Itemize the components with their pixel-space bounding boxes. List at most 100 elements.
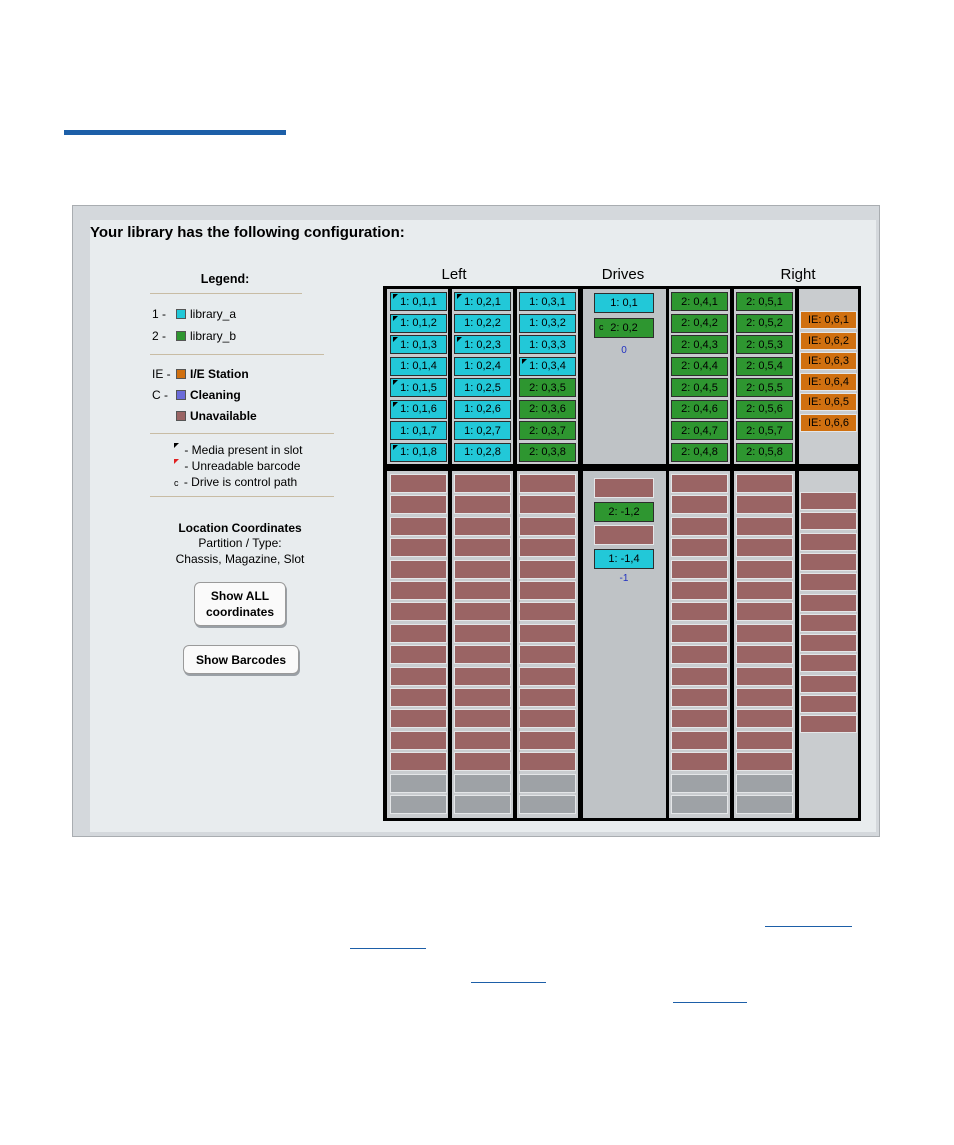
unavailable-slot[interactable] — [390, 730, 447, 750]
text-link-2[interactable] — [350, 948, 426, 949]
empty-slot[interactable] — [390, 795, 447, 814]
unavailable-ie-slot[interactable] — [800, 613, 857, 632]
unavailable-slot[interactable] — [736, 581, 793, 600]
unavailable-slot[interactable] — [736, 645, 793, 665]
unavailable-slot[interactable] — [671, 495, 728, 515]
ie-slot-0-6-5[interactable]: IE: 0,6,5 — [800, 393, 857, 411]
slot-0-5-4[interactable]: 2: 0,5,4 — [736, 356, 793, 376]
slot-0-1-8[interactable]: 1: 0,1,8 — [390, 442, 447, 462]
empty-slot[interactable] — [736, 773, 793, 793]
unavailable-slot[interactable] — [519, 474, 576, 493]
slot-0-3-5[interactable]: 2: 0,3,5 — [519, 378, 576, 397]
unavailable-slot[interactable] — [390, 752, 447, 772]
slot-0-2-8[interactable]: 1: 0,2,8 — [454, 442, 511, 462]
unavailable-slot[interactable] — [736, 752, 793, 772]
drive-1-3[interactable] — [594, 525, 654, 545]
unavailable-slot[interactable] — [736, 602, 793, 622]
unavailable-slot[interactable] — [519, 516, 576, 536]
slot-0-5-2[interactable]: 2: 0,5,2 — [736, 313, 793, 333]
unavailable-slot[interactable] — [454, 688, 511, 707]
slot-0-4-3[interactable]: 2: 0,4,3 — [671, 335, 728, 354]
empty-slot[interactable] — [390, 773, 447, 793]
slot-0-5-1[interactable]: 2: 0,5,1 — [736, 292, 793, 311]
slot-0-2-5[interactable]: 1: 0,2,5 — [454, 378, 511, 397]
unavailable-slot[interactable] — [519, 538, 576, 558]
unavailable-slot[interactable] — [454, 474, 511, 493]
empty-slot[interactable] — [736, 795, 793, 814]
empty-slot[interactable] — [519, 773, 576, 793]
drive-1-4[interactable]: 1: -1,4 — [594, 548, 654, 569]
empty-slot[interactable] — [671, 773, 728, 793]
slot-0-4-2[interactable]: 2: 0,4,2 — [671, 313, 728, 333]
unavailable-ie-slot[interactable] — [800, 573, 857, 592]
unavailable-ie-slot[interactable] — [800, 492, 857, 510]
unavailable-slot[interactable] — [390, 516, 447, 536]
unavailable-ie-slot[interactable] — [800, 593, 857, 612]
unavailable-slot[interactable] — [736, 516, 793, 536]
unavailable-slot[interactable] — [671, 645, 728, 665]
slot-0-2-3[interactable]: 1: 0,2,3 — [454, 335, 511, 354]
text-link-3[interactable] — [471, 982, 546, 983]
unavailable-slot[interactable] — [390, 559, 447, 579]
unavailable-slot[interactable] — [454, 645, 511, 665]
unavailable-slot[interactable] — [519, 602, 576, 622]
unavailable-ie-slot[interactable] — [800, 654, 857, 673]
unavailable-slot[interactable] — [736, 623, 793, 643]
slot-0-3-8[interactable]: 2: 0,3,8 — [519, 442, 576, 462]
unavailable-slot[interactable] — [671, 666, 728, 686]
slot-0-2-6[interactable]: 1: 0,2,6 — [454, 399, 511, 419]
text-link-4[interactable] — [673, 1002, 747, 1003]
unavailable-slot[interactable] — [390, 688, 447, 707]
unavailable-slot[interactable] — [671, 752, 728, 772]
unavailable-slot[interactable] — [390, 538, 447, 558]
unavailable-slot[interactable] — [736, 559, 793, 579]
unavailable-slot[interactable] — [390, 666, 447, 686]
slot-0-3-1[interactable]: 1: 0,3,1 — [519, 292, 576, 311]
ie-slot-0-6-2[interactable]: IE: 0,6,2 — [800, 331, 857, 350]
unavailable-slot[interactable] — [671, 688, 728, 707]
drive-0-1[interactable]: 1: 0,1 — [594, 293, 654, 313]
show-all-coordinates-button[interactable]: Show ALL coordinates — [194, 582, 286, 626]
slot-0-1-2[interactable]: 1: 0,1,2 — [390, 313, 447, 333]
unavailable-slot[interactable] — [519, 688, 576, 707]
slot-0-3-4[interactable]: 1: 0,3,4 — [519, 356, 576, 376]
slot-0-5-5[interactable]: 2: 0,5,5 — [736, 378, 793, 397]
slot-0-3-6[interactable]: 2: 0,3,6 — [519, 399, 576, 419]
unavailable-slot[interactable] — [390, 602, 447, 622]
unavailable-slot[interactable] — [454, 495, 511, 515]
unavailable-slot[interactable] — [454, 602, 511, 622]
slot-0-1-3[interactable]: 1: 0,1,3 — [390, 335, 447, 354]
unavailable-slot[interactable] — [671, 730, 728, 750]
unavailable-slot[interactable] — [454, 709, 511, 729]
ie-slot-0-6-4[interactable]: IE: 0,6,4 — [800, 372, 857, 391]
unavailable-slot[interactable] — [671, 516, 728, 536]
empty-slot[interactable] — [519, 795, 576, 814]
unavailable-slot[interactable] — [454, 581, 511, 600]
unavailable-slot[interactable] — [454, 516, 511, 536]
empty-slot[interactable] — [454, 773, 511, 793]
empty-slot[interactable] — [671, 795, 728, 814]
unavailable-slot[interactable] — [671, 602, 728, 622]
unavailable-slot[interactable] — [454, 623, 511, 643]
slot-0-3-2[interactable]: 1: 0,3,2 — [519, 313, 576, 333]
unavailable-slot[interactable] — [671, 538, 728, 558]
unavailable-slot[interactable] — [390, 474, 447, 493]
unavailable-slot[interactable] — [390, 623, 447, 643]
slot-0-2-4[interactable]: 1: 0,2,4 — [454, 356, 511, 376]
unavailable-slot[interactable] — [454, 730, 511, 750]
unavailable-slot[interactable] — [736, 730, 793, 750]
ie-slot-0-6-6[interactable]: IE: 0,6,6 — [800, 413, 857, 432]
unavailable-slot[interactable] — [736, 474, 793, 493]
unavailable-ie-slot[interactable] — [800, 634, 857, 653]
slot-0-5-3[interactable]: 2: 0,5,3 — [736, 335, 793, 354]
unavailable-slot[interactable] — [736, 538, 793, 558]
slot-0-1-1[interactable]: 1: 0,1,1 — [390, 292, 447, 311]
unavailable-slot[interactable] — [519, 709, 576, 729]
unavailable-slot[interactable] — [671, 559, 728, 579]
slot-0-5-7[interactable]: 2: 0,5,7 — [736, 421, 793, 440]
unavailable-slot[interactable] — [519, 666, 576, 686]
slot-0-2-2[interactable]: 1: 0,2,2 — [454, 313, 511, 333]
ie-slot-0-6-3[interactable]: IE: 0,6,3 — [800, 352, 857, 370]
unavailable-slot[interactable] — [519, 495, 576, 515]
unavailable-slot[interactable] — [671, 474, 728, 493]
